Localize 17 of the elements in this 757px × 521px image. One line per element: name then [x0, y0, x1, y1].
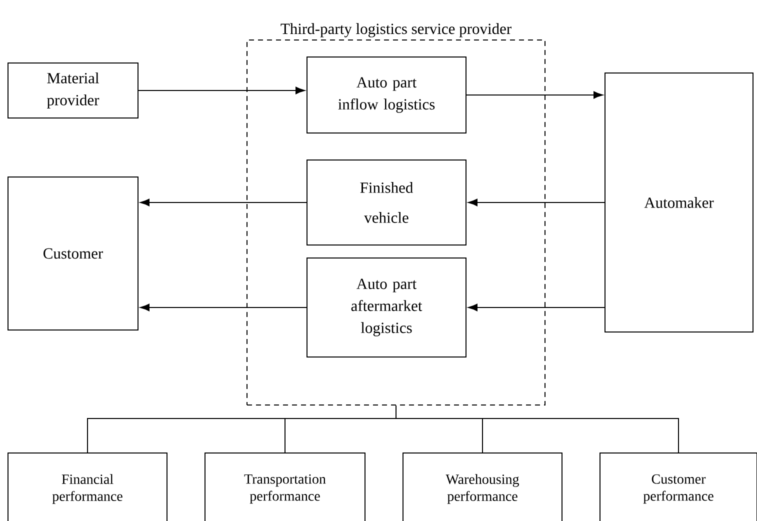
arrow — [140, 304, 307, 312]
process-box: Customer performance — [600, 452, 757, 521]
process-box: Auto part inflow logistics — [306, 56, 466, 134]
process-box: Financial performance — [8, 452, 168, 521]
arrow — [138, 86, 305, 94]
process-box: Finished vehicle — [306, 160, 466, 246]
process-box: Automaker — [604, 72, 754, 332]
process-box: Warehousing performance — [402, 452, 562, 521]
process-box: Material provider — [8, 62, 138, 118]
group-heading: Third-party logistics service provider — [280, 23, 512, 38]
process-box: Customer — [8, 176, 138, 330]
process-box: Auto part aftermarket logistics — [306, 257, 466, 358]
arrow — [468, 304, 605, 312]
arrow — [466, 91, 603, 99]
process-box: Transportation performance — [204, 452, 366, 521]
arrow — [468, 198, 605, 206]
arrow — [140, 198, 307, 206]
